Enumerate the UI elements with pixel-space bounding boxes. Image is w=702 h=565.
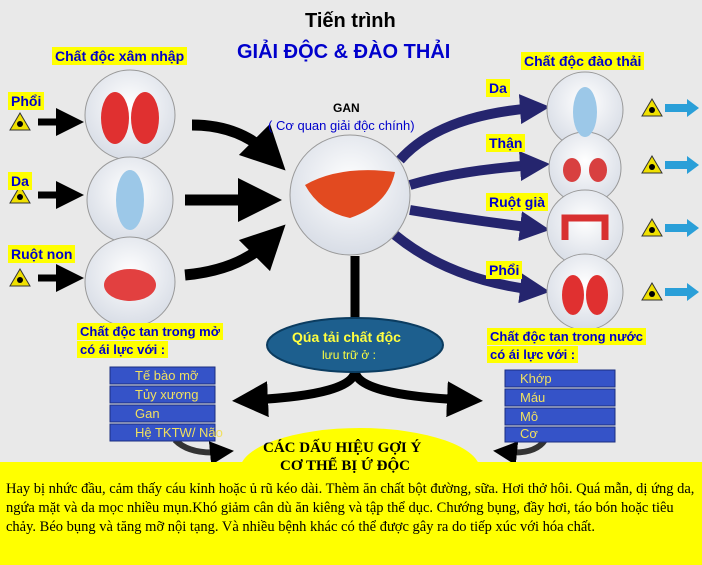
excretion-lungs-label: Phổi: [486, 261, 523, 279]
fat-store-item: Gan: [135, 406, 160, 421]
water-soluble-line1: Chất độc tan trong nước: [487, 328, 646, 345]
intake-small-intestine-label: Ruột non: [8, 245, 76, 263]
excretion-arrows: [391, 94, 550, 304]
excretion-skin-label: Da: [486, 79, 510, 97]
liver-shape: [305, 170, 395, 218]
intake-heading: Chất độc xâm nhập: [52, 47, 188, 65]
excretion-organ-fills: [561, 87, 609, 315]
signs-line2: CƠ THỂ BỊ Ứ ĐỘC: [280, 458, 411, 474]
signs-semicircle: [240, 428, 480, 470]
water-store-item: Mô: [520, 409, 539, 424]
to-liver-arrows: [184, 119, 286, 281]
intake-lungs-label: Phổi: [8, 92, 45, 110]
overload-ellipse: [266, 317, 444, 373]
fat-store-item: Hệ TKTW/ Não: [135, 425, 223, 440]
fat-store-item: Tủy xương: [135, 387, 199, 402]
water-store-item: Máu: [520, 390, 546, 405]
symptoms-description: Hay bị nhức đầu, cảm thấy cáu kỉnh hoặc …: [0, 462, 702, 565]
water-store-item: Khớp: [520, 371, 552, 386]
excretion-heading: Chất độc đào thải: [521, 52, 645, 70]
fat-store-item: Tế bào mỡ: [135, 368, 199, 383]
liver-name: GAN: [333, 101, 360, 115]
fat-soluble-line2: có ái lực với :: [77, 341, 169, 358]
water-soluble-line2: có ái lực với :: [487, 346, 579, 363]
excretion-kidney-label: Thận: [486, 134, 526, 152]
intake-arrows: [38, 108, 84, 292]
title-line1: Tiến trình: [305, 10, 396, 32]
fat-store-stack: [109, 366, 216, 442]
overload-line1: Qúa tải chất độc: [292, 329, 401, 345]
overload-line2: lưu trữ ở :: [322, 348, 376, 362]
outflow-arrows: [665, 99, 699, 301]
excretion-colon-label: Ruột già: [486, 193, 548, 211]
water-store-stack: [504, 369, 616, 443]
liver-subtitle: ( Cơ quan giải độc chính): [268, 118, 415, 133]
water-store-item: Cơ: [520, 426, 538, 441]
hazard-icons: [9, 98, 663, 301]
intake-skin-label: Da: [8, 172, 32, 190]
fat-soluble-line1: Chất độc tan trong mở: [77, 323, 223, 340]
intake-organ-fills: [101, 92, 159, 301]
storage-flow-arrows: [232, 256, 483, 418]
title-line2: GIẢI ĐỘC & ĐÀO THẢI: [237, 41, 451, 63]
signs-line1: CÁC DẤU HIỆU GỢI Ý: [263, 440, 422, 456]
